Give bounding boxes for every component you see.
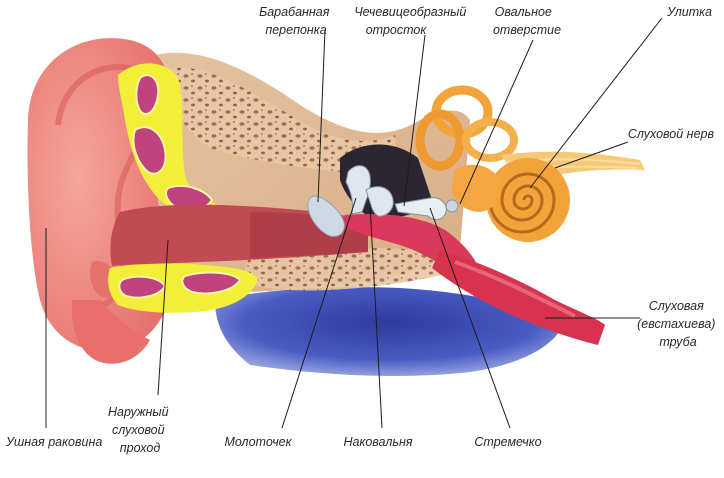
leader-stapes	[429, 207, 511, 429]
semicircular-canal-posterior	[415, 109, 465, 171]
leader-ear-canal	[157, 239, 169, 396]
label-eustachian-tube: Слуховая (евстахиева) труба	[637, 299, 719, 349]
cartilage-core-upper-1	[135, 74, 160, 115]
label-lenticular-process: Чечевицеобразный отросток	[354, 5, 470, 37]
eardrum-membrane	[307, 195, 345, 237]
leader-malleus	[281, 197, 357, 429]
eustachian-tube-shape	[432, 250, 605, 345]
incus-bone	[365, 186, 394, 217]
leader-lenticular	[403, 34, 426, 207]
leader-lines	[45, 17, 663, 429]
leader-eardrum	[317, 29, 326, 203]
leader-incus	[369, 203, 383, 429]
label-oval-window: Овальное отверстие	[493, 5, 561, 37]
cartilage-core-lower-1	[118, 275, 167, 299]
ear-canal-shape	[110, 204, 368, 266]
label-pinna: Ушная раковина	[5, 435, 102, 449]
spongy-bone-upper	[165, 67, 396, 173]
label-ear-canal: Наружный слуховой проход	[108, 405, 172, 455]
cartilage-core-upper-2	[132, 126, 167, 175]
vestibule	[451, 164, 502, 212]
label-stapes: Стремечко	[474, 435, 541, 449]
label-auditory-nerve: Слуховой нерв	[628, 127, 715, 141]
eustachian-tube-highlight	[454, 260, 576, 318]
label-malleus: Молоточек	[224, 435, 292, 449]
middle-ear-tissue	[345, 213, 485, 292]
leader-auditory-nerve	[554, 141, 629, 169]
stapes-bone	[394, 197, 447, 220]
label-incus: Наковальня	[343, 435, 412, 449]
label-cochlea: Улитка	[666, 5, 712, 19]
semicircular-canal-lateral	[462, 118, 518, 162]
cochlea-spiral	[488, 172, 556, 234]
oval-window-marker	[445, 199, 459, 213]
malleus-bone	[345, 165, 371, 215]
earlobe	[71, 300, 150, 364]
leader-cochlea	[529, 17, 663, 189]
spongy-bone-lower	[240, 247, 465, 291]
label-eardrum: Барабанная перепонка	[259, 5, 333, 37]
cochlea-shape	[486, 158, 570, 242]
deep-tissue-region	[215, 287, 565, 376]
cartilage-core-lower-2	[181, 271, 242, 295]
leader-oval-window	[459, 39, 534, 205]
